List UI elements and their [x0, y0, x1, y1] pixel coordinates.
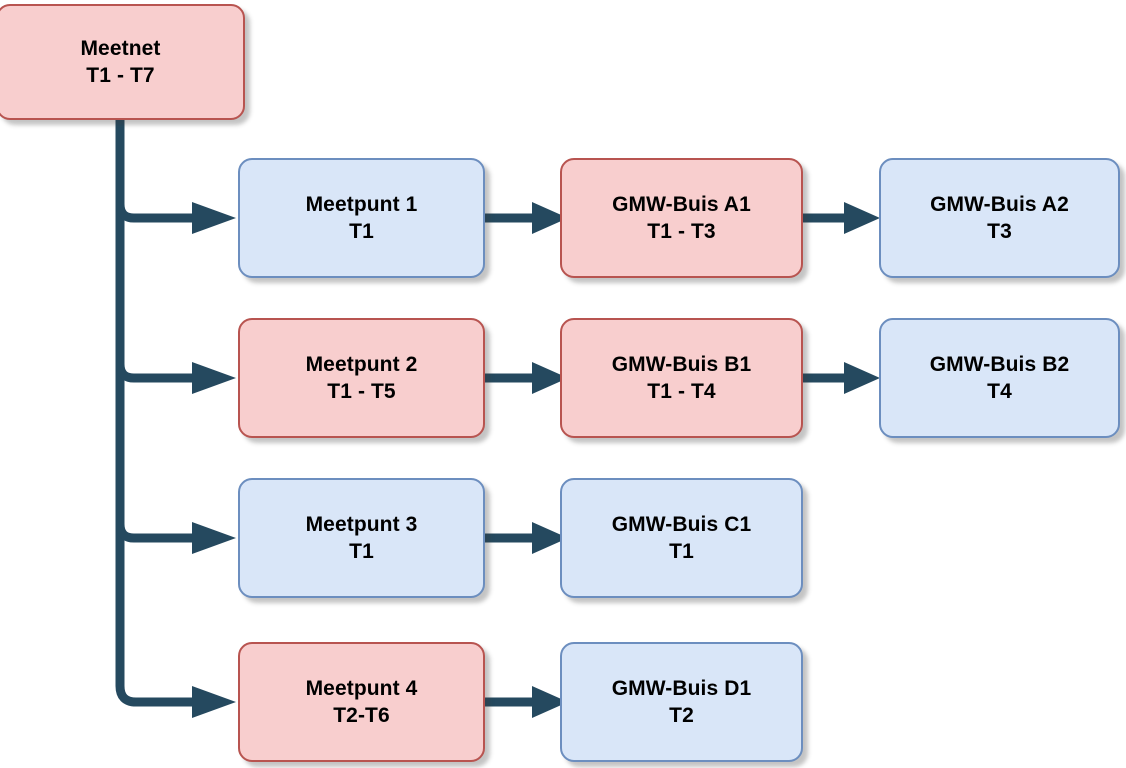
node-meetpunt-1-label: Meetpunt 1 [305, 192, 418, 216]
node-gmw-buis-a2-label: GMW-Buis A2 [930, 192, 1069, 216]
node-meetpunt-3-label: Meetpunt 3 [305, 512, 418, 536]
node-meetpunt-1[interactable]: Meetpunt 1 T1 [238, 158, 485, 278]
node-meetpunt-4-period: T2-T6 [333, 704, 390, 727]
node-gmw-buis-b1-label: GMW-Buis B1 [611, 352, 752, 376]
branch-line-row-4 [115, 685, 196, 707]
node-gmw-buis-a2[interactable]: GMW-Buis A2 T3 [879, 158, 1120, 278]
node-meetpunt-1-period: T1 [349, 220, 374, 243]
node-meetpunt-3-period: T1 [349, 540, 374, 563]
branch-line-row-1 [115, 203, 196, 223]
arrowhead-row-3 [192, 522, 236, 554]
node-gmw-buis-d1[interactable]: GMW-Buis D1 T2 [560, 642, 803, 762]
node-meetnet-label: Meetnet [80, 36, 161, 60]
node-gmw-buis-c1-label: GMW-Buis C1 [611, 512, 752, 536]
arrowhead-row-2-tube2 [844, 362, 880, 394]
node-gmw-buis-a1[interactable]: GMW-Buis A1 T1 - T3 [560, 158, 803, 278]
node-meetpunt-4[interactable]: Meetpunt 4 T2-T6 [238, 642, 485, 762]
node-gmw-buis-b1[interactable]: GMW-Buis B1 T1 - T4 [560, 318, 803, 438]
arrow-group-mp-to-tube1 [480, 0, 580, 768]
arrowhead-row-2 [192, 362, 236, 394]
arrowhead-row-4 [192, 686, 236, 718]
arrow-group-tube1-to-tube2 [800, 0, 900, 768]
arrowhead-row-1-tube2 [844, 202, 880, 234]
branch-line-row-2 [115, 363, 196, 383]
arrowhead-row-1-tube1 [532, 202, 568, 234]
node-gmw-buis-a1-label: GMW-Buis A1 [612, 192, 751, 216]
trunk-connector-group [0, 0, 260, 768]
branch-line-row-3 [115, 523, 196, 543]
node-meetpunt-2-label: Meetpunt 2 [305, 352, 418, 376]
arrowhead-row-1 [192, 202, 236, 234]
node-meetpunt-3[interactable]: Meetpunt 3 T1 [238, 478, 485, 598]
node-gmw-buis-d1-period: T2 [669, 704, 694, 727]
node-gmw-buis-b2[interactable]: GMW-Buis B2 T4 [879, 318, 1120, 438]
node-meetnet[interactable]: Meetnet T1 - T7 [0, 4, 245, 120]
node-gmw-buis-d1-label: GMW-Buis D1 [611, 676, 752, 700]
node-meetpunt-4-label: Meetpunt 4 [305, 676, 418, 700]
node-meetpunt-2-period: T1 - T5 [327, 380, 396, 403]
node-gmw-buis-b1-period: T1 - T4 [647, 380, 716, 403]
node-gmw-buis-b2-period: T4 [987, 380, 1012, 403]
arrowhead-row-4-tube1 [532, 686, 568, 718]
node-meetnet-period: T1 - T7 [86, 64, 155, 87]
node-gmw-buis-b2-label: GMW-Buis B2 [929, 352, 1070, 376]
arrowhead-row-3-tube1 [532, 522, 568, 554]
node-meetpunt-2[interactable]: Meetpunt 2 T1 - T5 [238, 318, 485, 438]
node-gmw-buis-c1[interactable]: GMW-Buis C1 T1 [560, 478, 803, 598]
node-gmw-buis-a1-period: T1 - T3 [647, 220, 716, 243]
node-gmw-buis-c1-period: T1 [669, 540, 694, 563]
node-gmw-buis-a2-period: T3 [987, 220, 1012, 243]
arrowhead-row-2-tube1 [532, 362, 568, 394]
